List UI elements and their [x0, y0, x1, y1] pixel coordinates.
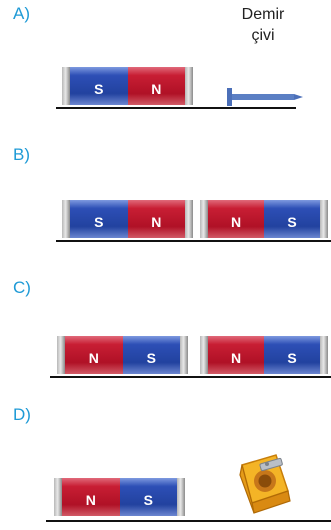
magnet-c-right-pole-2: S: [264, 336, 320, 374]
magnet-b-right: N S: [200, 200, 328, 238]
nail-caption-line1: Demir: [241, 6, 285, 23]
magnet-a: S N: [62, 67, 193, 105]
magnet-d: N S: [54, 478, 185, 516]
surface-line-c: [50, 376, 331, 378]
magnet-a-pole-1: S: [70, 67, 128, 105]
option-c-label: C): [13, 278, 31, 297]
magnet-d-pole-1: N: [62, 478, 120, 516]
option-b-label: B): [13, 145, 30, 164]
pencil-sharpener-icon: [239, 454, 291, 514]
surface-line-a: [56, 107, 296, 109]
magnet-b-right-pole-1: N: [208, 200, 264, 238]
nail-caption: Demir çivi: [228, 4, 298, 46]
magnet-c-right-pole-1: N: [208, 336, 264, 374]
magnet-d-pole-2: S: [119, 478, 177, 516]
surface-line-d: [46, 520, 331, 522]
option-a-label: A): [13, 4, 30, 23]
magnet-b-left-pole-1: S: [70, 200, 128, 238]
magnet-c-left: N S: [57, 336, 188, 374]
nail-caption-line2: çivi: [251, 27, 275, 44]
magnet-c-right: N S: [200, 336, 328, 374]
iron-nail-icon: [227, 88, 303, 106]
magnet-c-left-pole-1: N: [65, 336, 123, 374]
option-d-label: D): [13, 405, 31, 424]
surface-line-b: [56, 240, 331, 242]
magnet-a-pole-2: N: [127, 67, 185, 105]
magnet-b-left: S N: [62, 200, 193, 238]
magnet-c-left-pole-2: S: [122, 336, 180, 374]
magnet-b-left-pole-2: N: [127, 200, 185, 238]
magnet-b-right-pole-2: S: [264, 200, 320, 238]
